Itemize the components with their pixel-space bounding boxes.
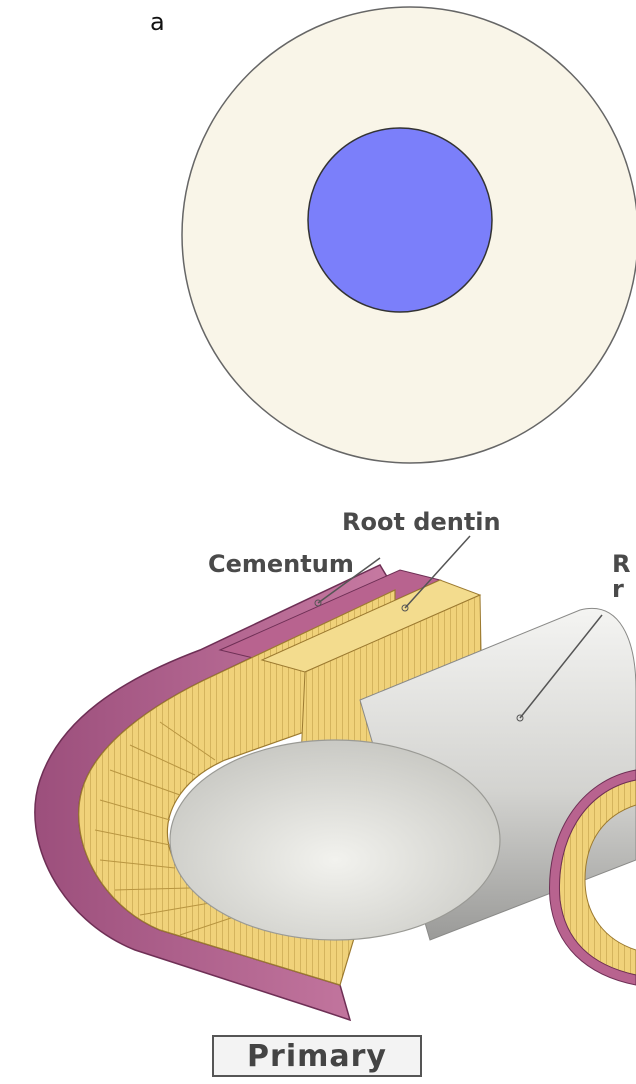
root-dentin-label: Root dentin xyxy=(342,508,501,536)
pulp-face xyxy=(170,740,500,940)
root-section-illustration: Root dentin Cementum R r xyxy=(35,508,636,1020)
cementum-label: Cementum xyxy=(208,550,354,578)
primary-caption: Primary xyxy=(212,1035,422,1077)
cut-off-label-line1: R xyxy=(612,550,630,578)
inner-circle xyxy=(308,128,492,312)
cross-section-diagram xyxy=(182,7,636,463)
cut-off-label-line2: r xyxy=(612,575,624,603)
